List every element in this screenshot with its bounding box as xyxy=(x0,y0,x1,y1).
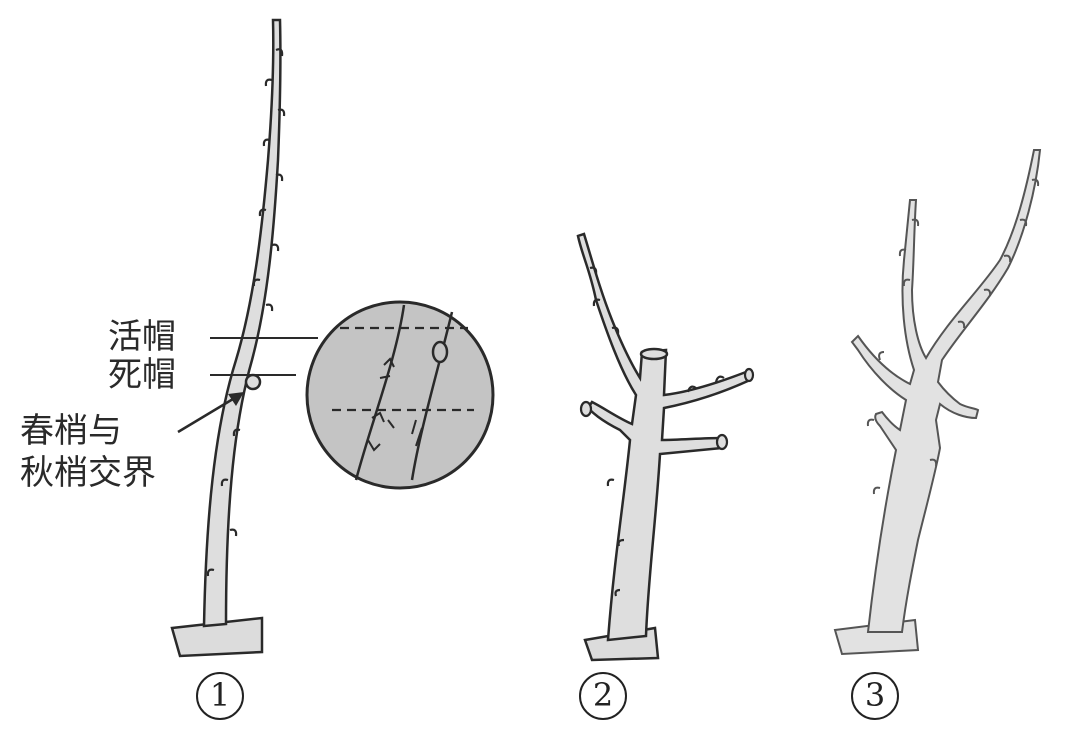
figure-1-trunk xyxy=(202,18,282,628)
live-cap-label: 活帽 xyxy=(108,317,176,357)
junction-label-line2: 秋梢交界 xyxy=(20,453,156,493)
figure-3-buds xyxy=(866,178,1040,495)
figure-2-buds xyxy=(589,266,725,597)
figure-3-number: 3 xyxy=(851,672,899,720)
figure-3-trunk xyxy=(850,149,1042,633)
figure-1-tree xyxy=(170,18,286,658)
figure-3-tree xyxy=(833,149,1042,656)
figure-2-tree xyxy=(576,232,755,662)
magnifier-detail xyxy=(305,300,495,490)
figure-1-base xyxy=(170,616,264,658)
figure-1-number: 1 xyxy=(196,672,244,720)
junction-label-line1: 春梢与 xyxy=(20,411,122,451)
dead-cap-label: 死帽 xyxy=(108,355,176,395)
junction-bud xyxy=(244,373,262,391)
figure-2-number: 2 xyxy=(579,672,627,720)
junction-arrow xyxy=(177,392,244,434)
figure-1-buds xyxy=(206,48,286,577)
